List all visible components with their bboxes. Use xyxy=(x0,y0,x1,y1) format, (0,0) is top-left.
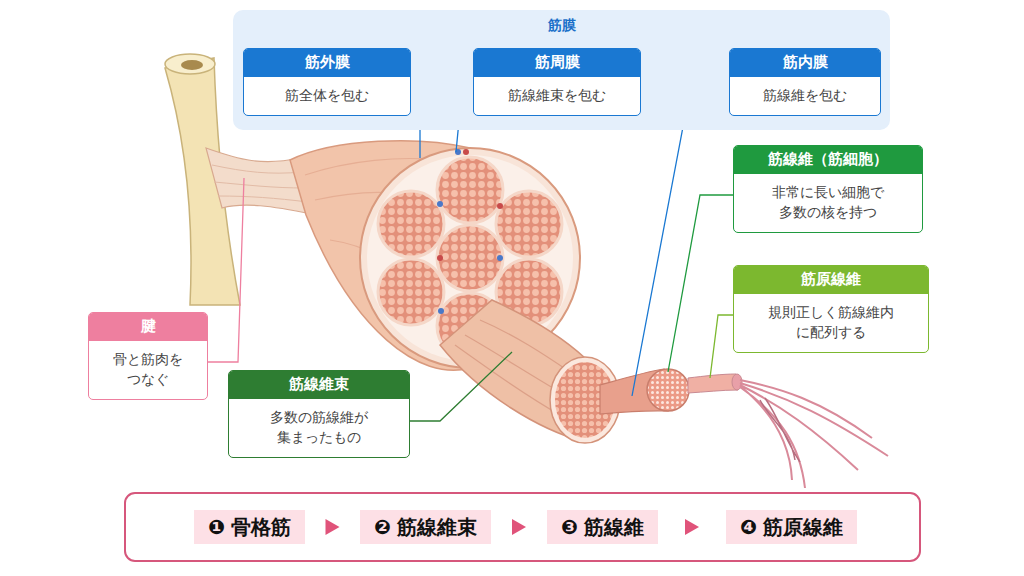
step-chip: ❶骨格筋 xyxy=(194,510,305,544)
flow-arrow xyxy=(325,519,339,535)
leader-line xyxy=(410,352,512,421)
card-heading: 腱 xyxy=(89,313,207,341)
label-card: 筋線維束多数の筋線維が 集まったもの xyxy=(228,370,410,458)
step-label: 筋線維束 xyxy=(397,514,477,541)
card-body: 規則正しく筋線維内 に配列する xyxy=(734,294,928,353)
step-chip: ❷筋線維束 xyxy=(360,510,491,544)
label-card: 筋原線維規則正しく筋線維内 に配列する xyxy=(733,265,929,353)
card-heading: 筋内膜 xyxy=(730,49,880,77)
step-number: ❹ xyxy=(740,515,757,539)
group-band: 筋膜筋外膜筋全体を包む筋周膜筋線維束を包む筋内膜筋線維を包む xyxy=(233,10,890,130)
card-heading: 筋外膜 xyxy=(244,49,410,77)
leader-line xyxy=(208,178,244,362)
card-heading: 筋原線維 xyxy=(734,266,928,294)
label-card: 筋周膜筋線維束を包む xyxy=(473,48,641,116)
card-body: 多数の筋線維が 集まったもの xyxy=(229,399,409,458)
step-number: ❶ xyxy=(208,515,225,539)
leader-line xyxy=(668,195,733,372)
myofibril xyxy=(688,374,888,488)
card-body: 筋線維を包む xyxy=(730,77,880,115)
label-card: 筋内膜筋線維を包む xyxy=(729,48,881,116)
step-number: ❸ xyxy=(561,515,578,539)
card-body: 筋全体を包む xyxy=(244,77,410,115)
fascicle xyxy=(440,300,620,443)
step-label: 筋原線維 xyxy=(763,514,843,541)
card-heading: 筋線維束 xyxy=(229,371,409,399)
card-heading: 筋周膜 xyxy=(474,49,640,77)
leader-line xyxy=(632,90,729,396)
leader-line xyxy=(456,90,473,152)
step-chip: ❸筋線維 xyxy=(547,510,658,544)
flow-arrow xyxy=(512,519,526,535)
card-heading: 筋線維（筋細胞） xyxy=(734,146,922,174)
leader-line xyxy=(411,90,420,158)
card-body: 非常に長い細胞で 多数の核を持つ xyxy=(734,174,922,233)
summary-frame xyxy=(125,493,920,561)
label-card: 筋外膜筋全体を包む xyxy=(243,48,411,116)
step-chip: ❹筋原線維 xyxy=(726,510,857,544)
step-number: ❷ xyxy=(374,515,391,539)
card-body: 筋線維束を包む xyxy=(474,77,640,115)
muscle-fiber xyxy=(600,369,689,414)
step-label: 骨格筋 xyxy=(231,514,291,541)
leader-line xyxy=(710,315,733,378)
label-card: 筋線維（筋細胞）非常に長い細胞で 多数の核を持つ xyxy=(733,145,923,233)
step-label: 筋線維 xyxy=(584,514,644,541)
label-card: 腱骨と筋肉を つなぐ xyxy=(88,312,208,400)
group-heading: 筋膜 xyxy=(233,17,890,35)
card-body: 骨と筋肉を つなぐ xyxy=(89,341,207,400)
flow-arrow xyxy=(685,519,699,535)
